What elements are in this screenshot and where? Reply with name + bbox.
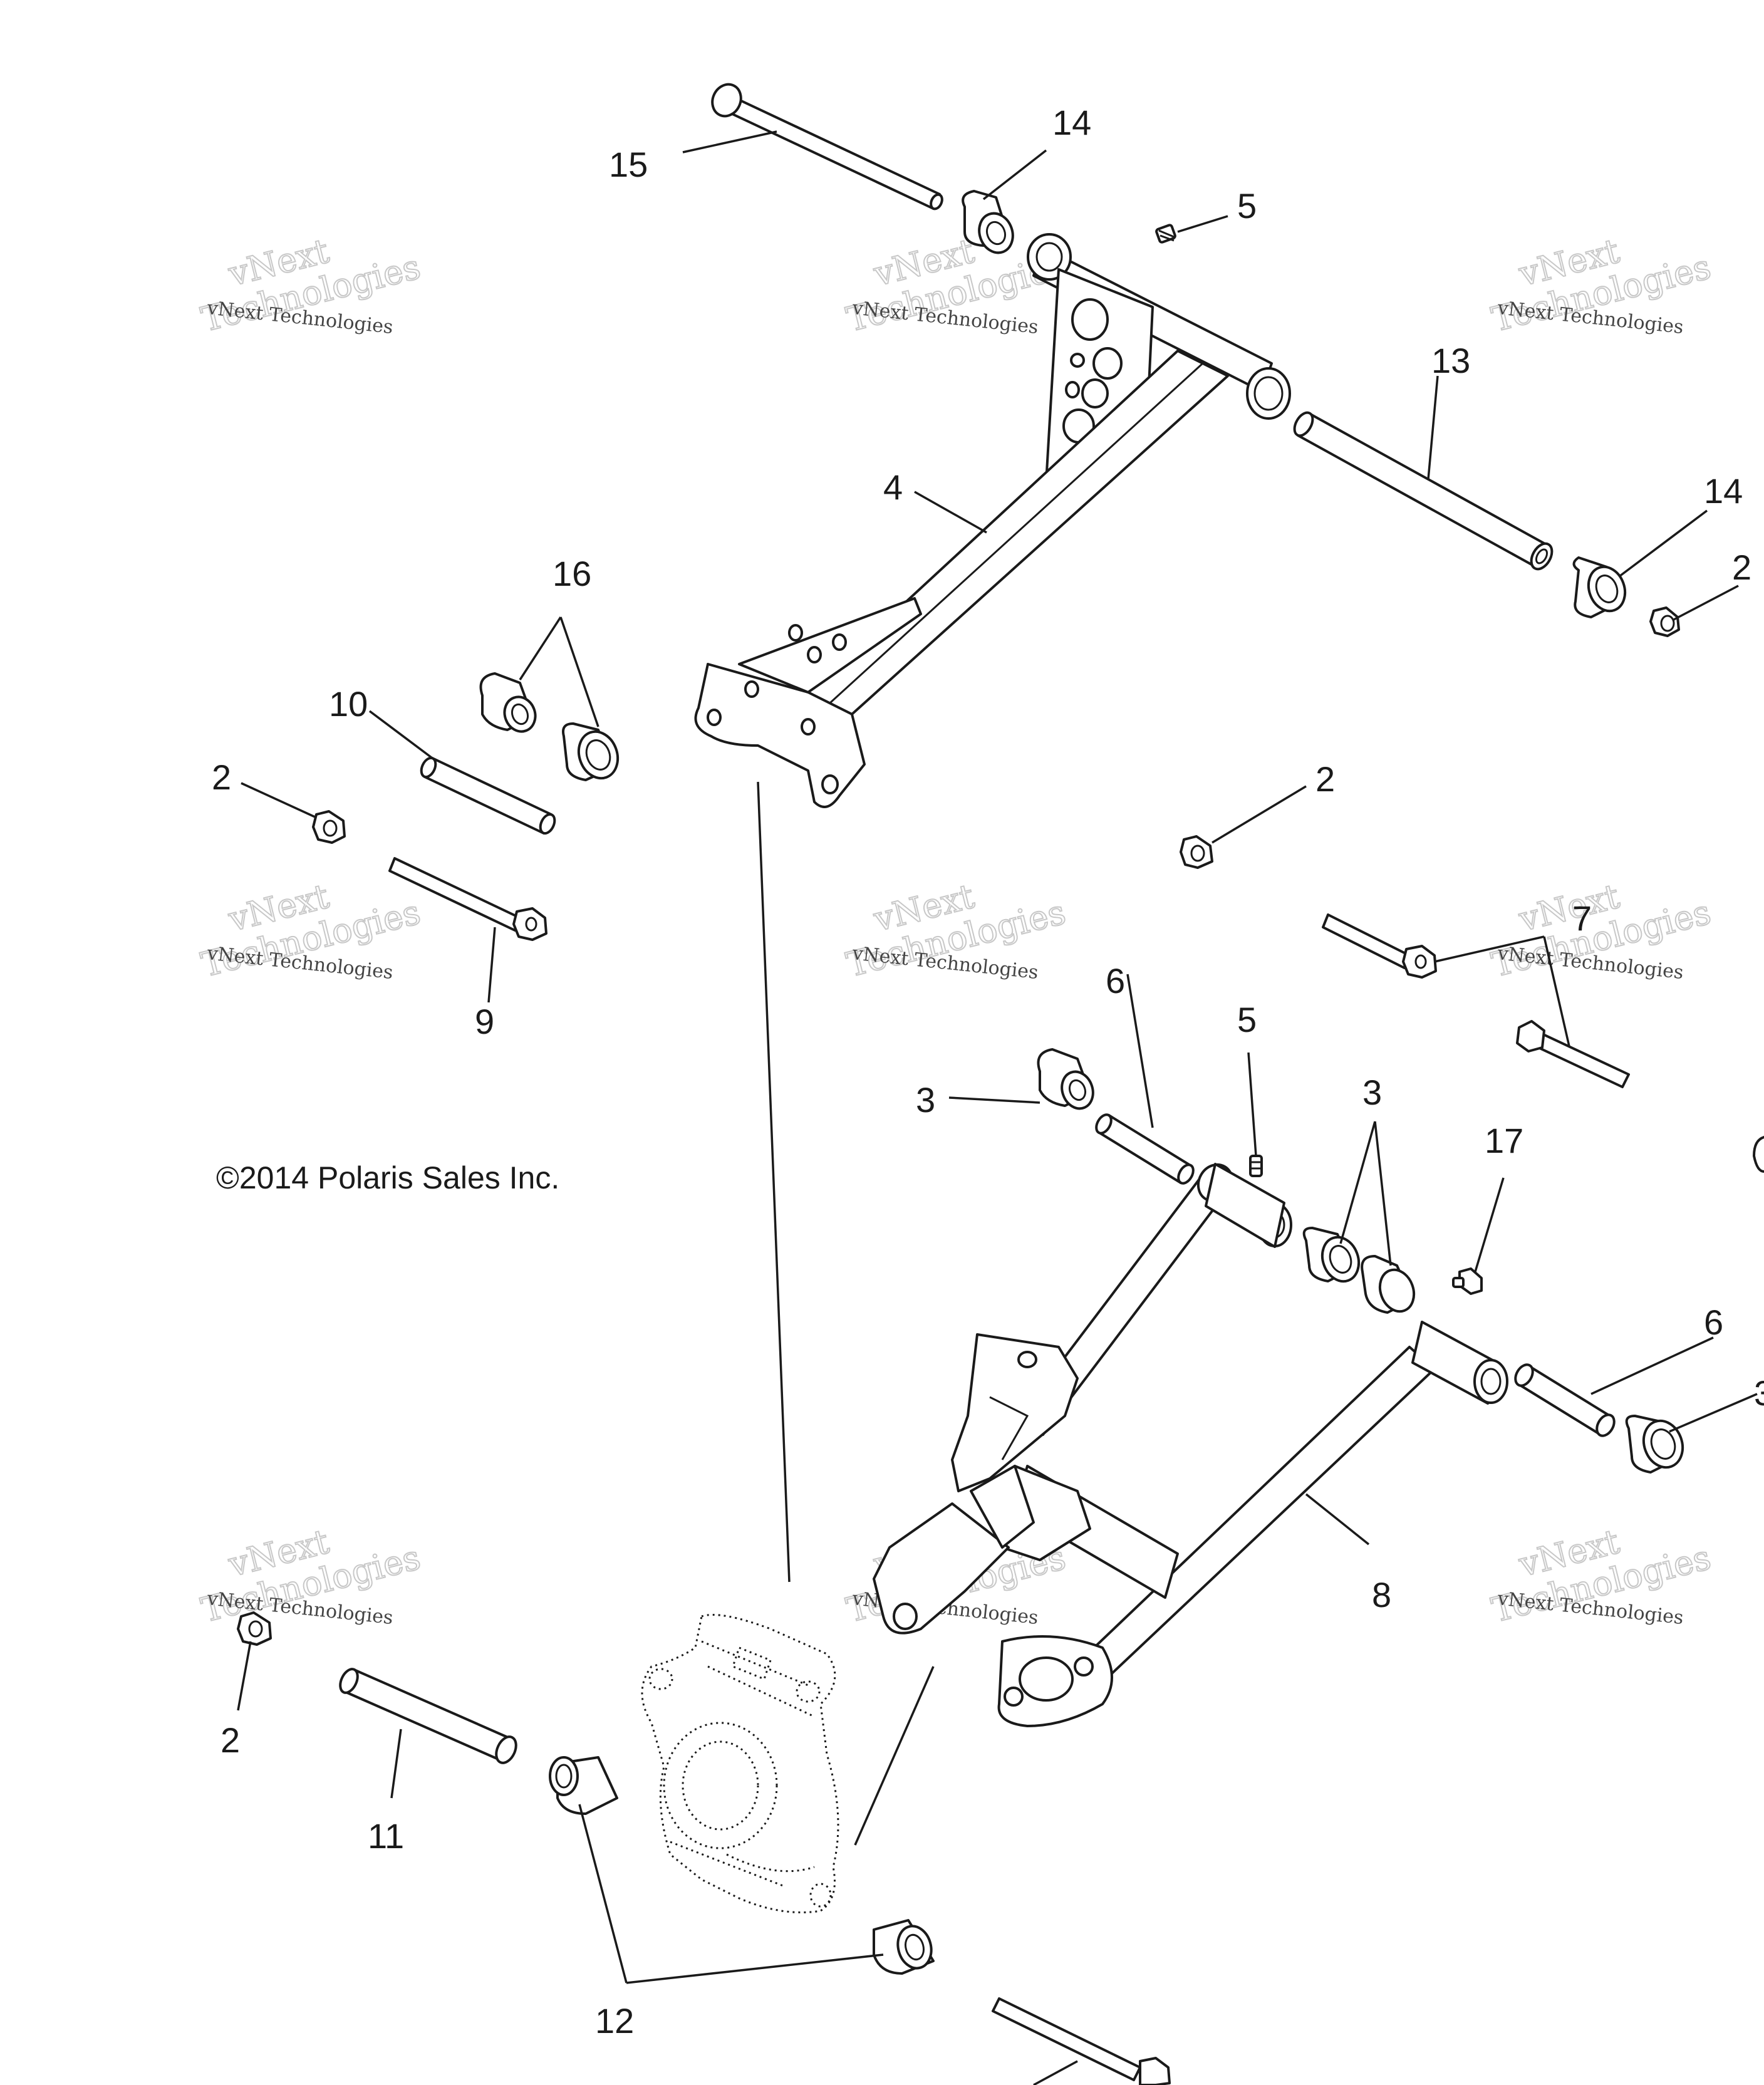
part-16-bushing-upper	[479, 672, 537, 733]
copyright-text: ©2014 Polaris Sales Inc.	[216, 1160, 559, 1195]
callout-5-middle: 5	[1237, 1000, 1257, 1039]
callout-16: 16	[553, 554, 591, 593]
callout-8: 8	[1372, 1575, 1391, 1614]
part-7-bolt-upper	[1322, 913, 1437, 979]
callout-3-left: 3	[916, 1080, 935, 1120]
part-12-bushing-lower	[873, 1919, 935, 1975]
part-9-bolt	[388, 857, 547, 941]
callout-numbers: 15 14 5 13 14 2 4 16 10 2 2 9 7 6 5 3 3 …	[212, 103, 1764, 2041]
part-7-bolt-lower	[1516, 1020, 1630, 1088]
callout-3-right: 3	[1754, 1373, 1764, 1413]
part-17-grease-fitting	[1452, 1267, 1483, 1295]
part-5-grease-fitting-top	[1155, 224, 1176, 244]
callout-13: 13	[1431, 341, 1470, 380]
callout-4: 4	[883, 467, 903, 507]
reference-lines	[757, 781, 935, 1846]
watermark-4: vNext Technologies vNext Technologies	[197, 876, 425, 985]
callout-2-bottom-left: 2	[220, 1720, 240, 1760]
part-2-nut-middle	[1180, 835, 1213, 869]
part-11-sleeve	[339, 1668, 517, 1764]
watermark-7: vNext Technologies vNext Technologies	[197, 1521, 425, 1631]
callout-2-middle: 2	[1315, 759, 1335, 799]
part-8-lower-a-arm	[873, 1163, 1508, 1727]
part-10-sleeve	[420, 756, 556, 835]
part-14-bushing-top	[962, 190, 1014, 254]
callout-17: 17	[1485, 1121, 1523, 1160]
callout-14-right: 14	[1704, 471, 1743, 511]
bottom-bolt	[992, 1997, 1171, 2085]
knuckle-reference	[641, 1614, 839, 1913]
watermark-9: vNext Technologies vNext Technologies	[1487, 1521, 1715, 1631]
watermark-3: vNext Technologies vNext Technologies	[1487, 231, 1715, 340]
part-3-bushing-right	[1625, 1415, 1684, 1474]
partial-part-right-edge	[1753, 1136, 1764, 1173]
watermark-1: vNext Technologies vNext Technologies	[197, 231, 425, 340]
callout-2-left: 2	[212, 757, 231, 797]
callout-15: 15	[609, 145, 648, 184]
callout-7: 7	[1572, 898, 1592, 938]
part-16-bushing-lower	[562, 722, 620, 781]
callout-6-left: 6	[1106, 961, 1125, 1001]
part-2-nut-bottom-left	[237, 1611, 272, 1646]
part-14-bushing-right	[1572, 556, 1627, 618]
part-6-sleeve-left	[1095, 1113, 1195, 1185]
part-15-pivot-pin	[711, 83, 943, 211]
part-5-grease-fitting-middle	[1249, 1155, 1263, 1177]
callout-2-right-top: 2	[1732, 548, 1751, 587]
callout-9: 9	[475, 1002, 494, 1041]
part-6-sleeve-right	[1514, 1363, 1616, 1437]
part-12-bushing-upper	[549, 1756, 618, 1815]
part-3-bushing-left	[1037, 1048, 1094, 1110]
leader-lines	[237, 130, 1758, 2085]
part-2-nut-left	[312, 810, 346, 844]
part-3-bushing-center-b	[1361, 1255, 1416, 1314]
callout-3-center: 3	[1362, 1073, 1382, 1112]
callout-5-top: 5	[1237, 186, 1257, 226]
callout-12: 12	[595, 2001, 634, 2041]
callout-11: 11	[368, 1816, 404, 1856]
part-2-nut-right-top	[1649, 606, 1680, 637]
callout-14-top: 14	[1052, 103, 1091, 142]
callout-6-right: 6	[1704, 1302, 1723, 1342]
part-4-upper-a-arm	[694, 233, 1291, 808]
watermark-5: vNext Technologies vNext Technologies	[842, 876, 1070, 985]
part-3-bushing-center-a	[1302, 1227, 1361, 1283]
part-13-tube	[1293, 411, 1554, 571]
watermarks: vNext Technologies vNext Technologies vN…	[197, 231, 1715, 1631]
watermark-6: vNext Technologies vNext Technologies	[1487, 876, 1715, 985]
callout-10: 10	[329, 684, 368, 724]
